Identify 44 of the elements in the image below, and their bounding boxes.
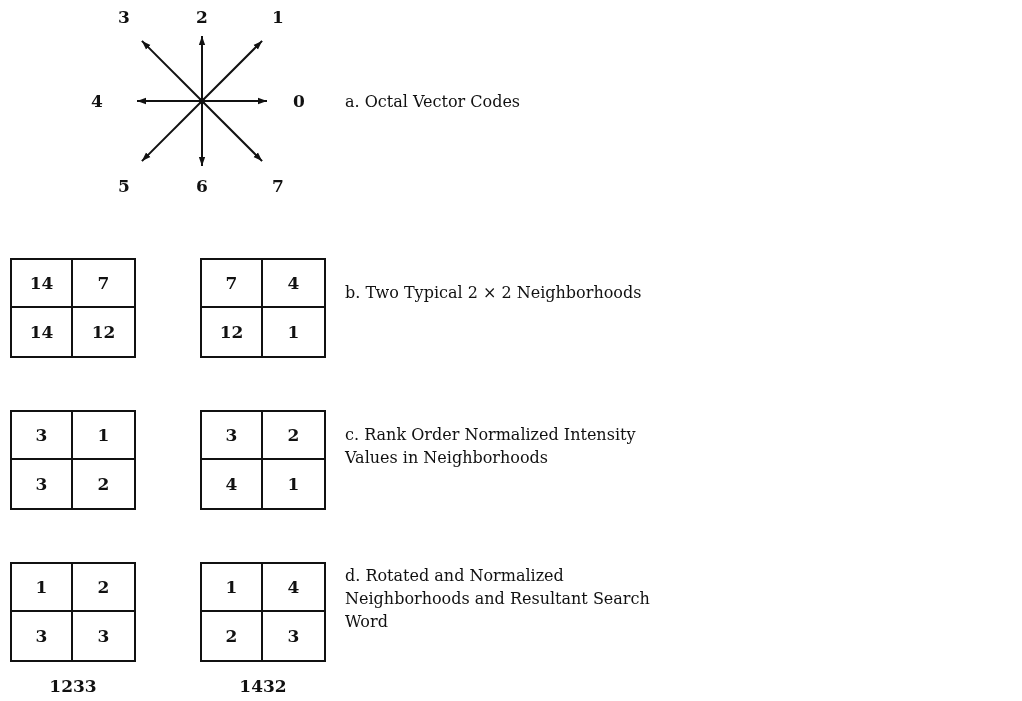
grid-cell: 3 (202, 412, 263, 460)
panel-caption: c. Rank Order Normalized Intensity Values in Neighborhoods (345, 424, 637, 469)
direction-code: 7 (272, 176, 284, 196)
grid-cell: 1 (12, 564, 73, 612)
grid-cell: 14 (12, 260, 73, 308)
grid-cell: 3 (12, 612, 73, 660)
direction-code: 2 (196, 7, 208, 27)
grid-cell: 14 (12, 308, 73, 356)
direction-code: 4 (91, 91, 103, 111)
grid-cell-text: 3 (96, 625, 111, 648)
neighborhood-grid (10, 258, 136, 358)
direction-code: 5 (118, 176, 130, 196)
grid-cell: 3 (12, 412, 73, 460)
grid-cell: 2 (73, 564, 134, 612)
neighborhood-grid (200, 258, 326, 358)
direction-code: 3 (118, 7, 130, 27)
grid-cell-text: 1 (286, 321, 301, 344)
direction-code: 1 (272, 7, 284, 27)
panel-caption: a. Octal Vector Codes (345, 90, 522, 113)
grid-cell-text: 12 (90, 321, 117, 344)
neighborhood-grid (10, 410, 136, 510)
grid-cell-text: 2 (96, 473, 111, 496)
grid-cell: 12 (202, 308, 263, 356)
search-word: 1233 (49, 676, 97, 696)
neighborhood-grid (10, 562, 136, 662)
grid-cell: 4 (202, 460, 263, 508)
grid-cell: 4 (263, 260, 324, 308)
grid-cell: 2 (202, 612, 263, 660)
direction-code: 0 (293, 91, 305, 111)
grid-cell: 7 (73, 260, 134, 308)
panel-caption: b. Two Typical 2 × 2 Neighborhoods (345, 281, 643, 304)
grid-cell: 1 (202, 564, 263, 612)
neighborhood-grid (200, 410, 326, 510)
grid-cell: 3 (12, 460, 73, 508)
neighborhood-grid (200, 562, 326, 662)
grid-cell-text: 1 (286, 473, 301, 496)
grid-cell-text: 3 (286, 625, 301, 648)
panel-caption: d. Rotated and Normalized Neighborhoods and Resultant Search Word (345, 564, 651, 633)
search-word: 1432 (239, 676, 287, 696)
grid-cell: 4 (263, 564, 324, 612)
grid-cell: 1 (73, 412, 134, 460)
grid-cell: 2 (263, 412, 324, 460)
direction-code: 6 (196, 176, 208, 196)
grid-cell: 7 (202, 260, 263, 308)
